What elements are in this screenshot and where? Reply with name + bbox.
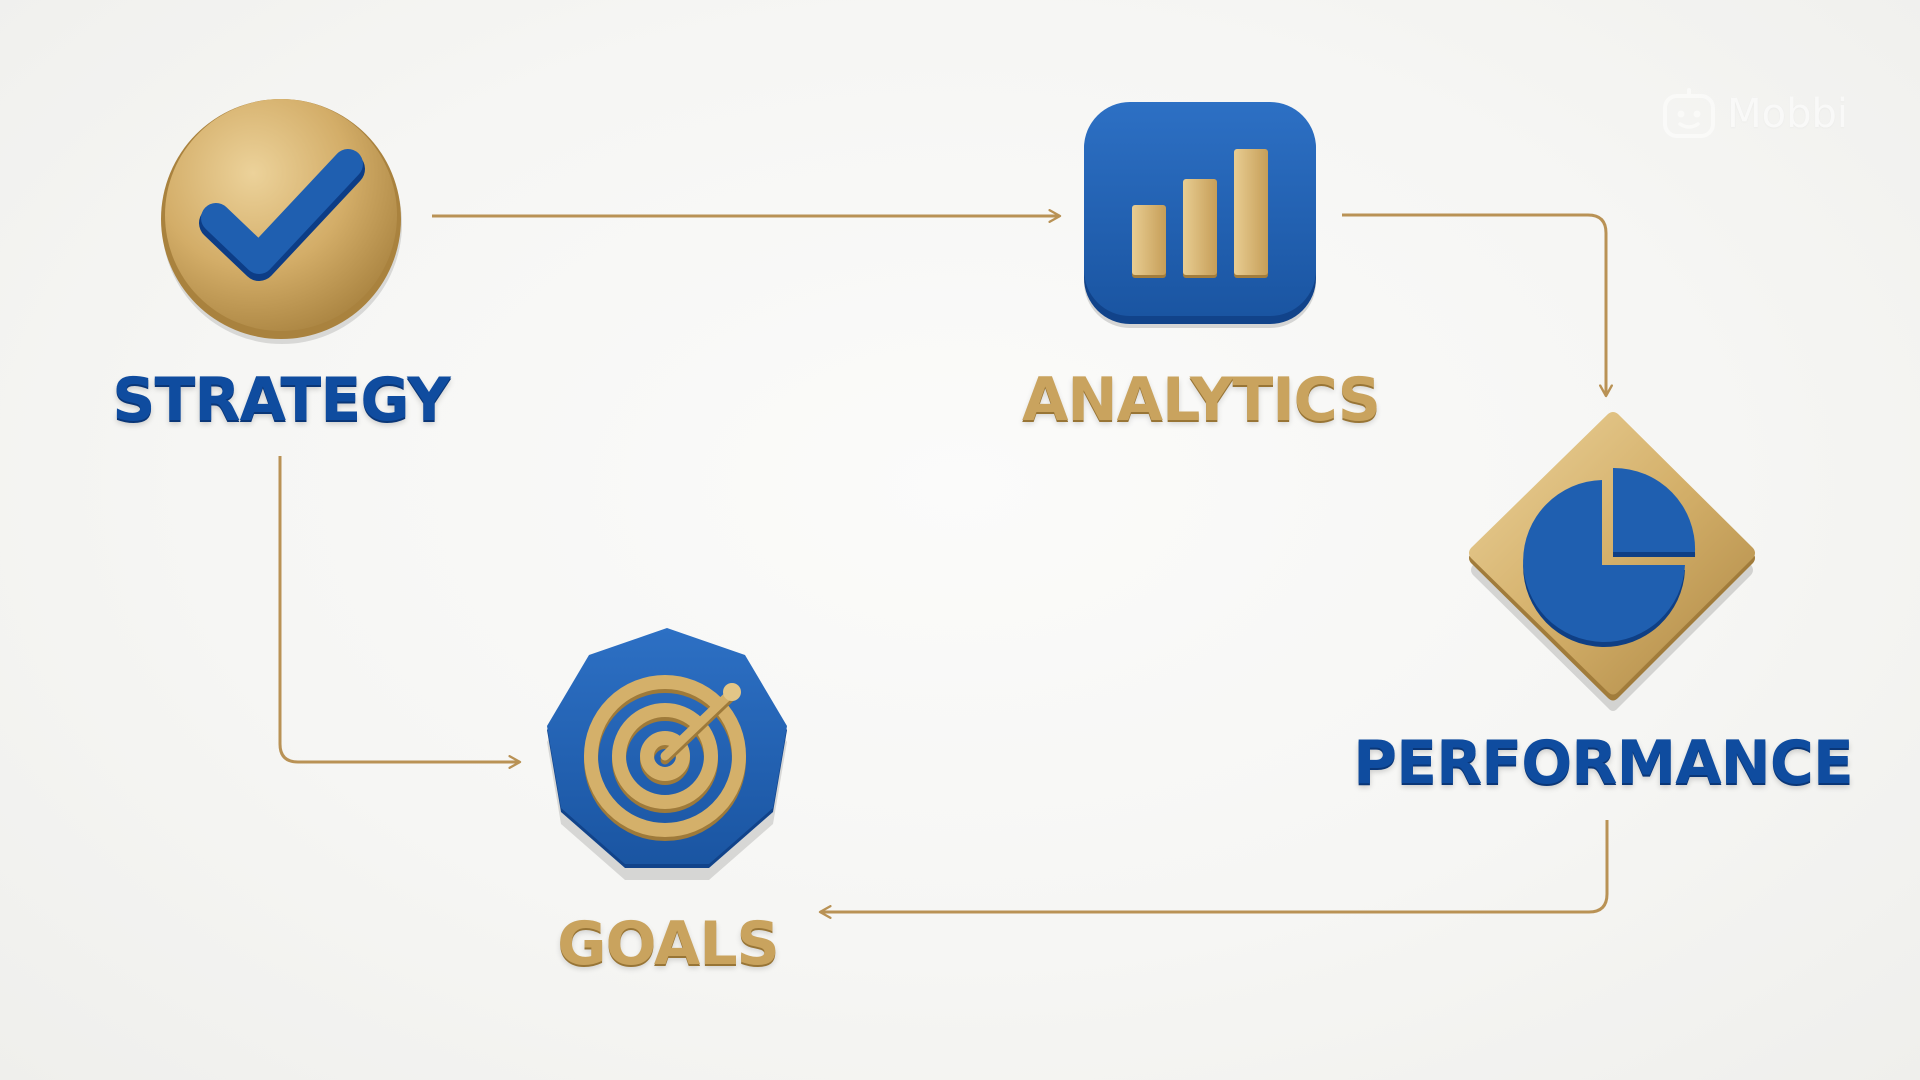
pie-chart-icon (1469, 412, 1755, 711)
robot-face-icon (1663, 88, 1716, 138)
analytics-label: ANALYTICS (1021, 365, 1381, 435)
edge-strategy-to-goals (278, 456, 522, 769)
edge-analytics-to-performance (1342, 213, 1613, 398)
target-icon (547, 628, 787, 880)
analytics-node (1082, 102, 1318, 328)
strategy-label: STRATEGY (112, 365, 450, 435)
goals-label: GOALS (557, 909, 780, 979)
performance-label: PERFORMANCE (1353, 728, 1854, 798)
goals-node (541, 628, 793, 882)
watermark: Mobbi (1661, 86, 1848, 142)
edge-performance-to-goals (818, 820, 1609, 919)
strategy-node (156, 94, 406, 344)
performance-node (1455, 412, 1761, 714)
checkmark-icon (161, 99, 402, 344)
bar-chart-icon (1084, 102, 1316, 328)
watermark-text: Mobbi (1727, 91, 1848, 137)
